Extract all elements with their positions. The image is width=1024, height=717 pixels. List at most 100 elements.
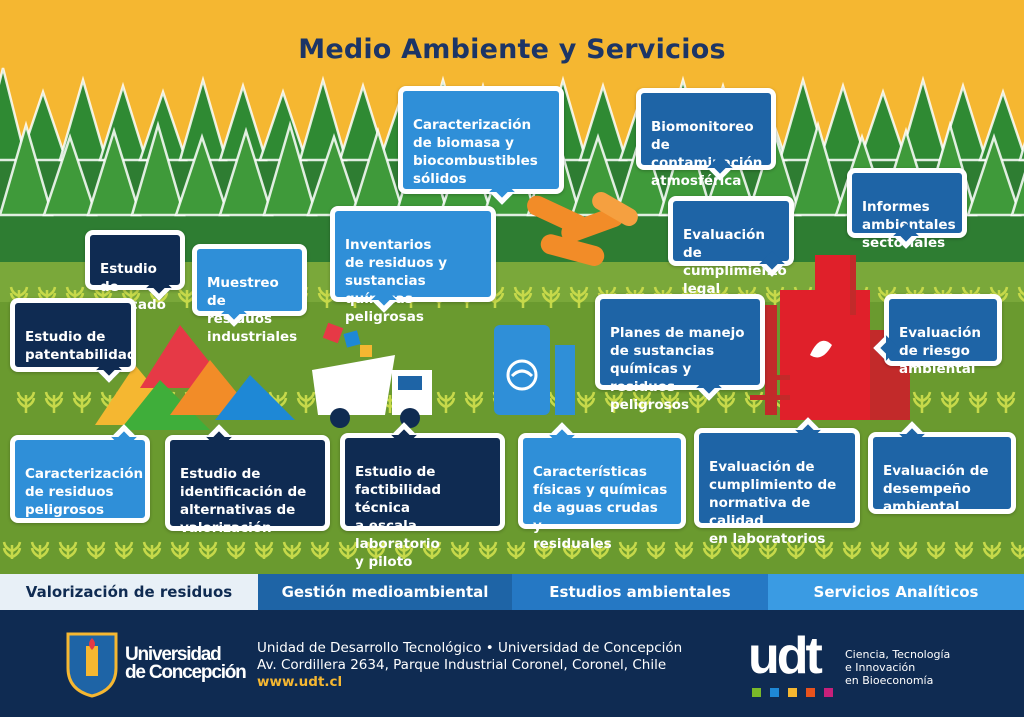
sprout	[996, 391, 1016, 413]
sprout	[716, 391, 736, 413]
tree	[0, 67, 28, 162]
footer-line2: Av. Cordillera 2634, Parque Industrial C…	[257, 657, 667, 673]
bubble-sectoral-reports: Informes ambientales sectoriales	[847, 168, 967, 251]
bubble-industrial-sampling: Muestreo de residuos industriales	[192, 244, 307, 345]
sprout	[541, 286, 561, 308]
udt-tagline: Ciencia, Tecnología e Innovación en Bioe…	[845, 648, 951, 687]
tree	[1018, 141, 1024, 162]
bubble-risk-assessment: Evaluación de riesgo ambiental	[873, 294, 1002, 377]
sprout	[926, 541, 946, 559]
bubble-inventories: Inventarios de residuos y sustancias quí…	[330, 206, 496, 325]
sprout	[842, 541, 862, 559]
tree	[218, 126, 274, 217]
sprout	[16, 391, 36, 413]
category-environmental-management: Gestión medioambiental	[258, 574, 512, 610]
category-label: Gestión medioambiental	[281, 583, 489, 601]
sprout	[534, 541, 554, 559]
sprout	[436, 391, 456, 413]
university-logo-line1: Universidad	[125, 644, 222, 665]
category-waste-valorization: Valorización de residuos	[0, 574, 258, 610]
sprout	[1017, 286, 1024, 302]
sprout	[786, 541, 806, 559]
udt-logo: udt	[748, 627, 823, 685]
bubble-valorization: Estudio de identificación de alternativa…	[165, 424, 330, 536]
tree	[0, 120, 54, 217]
waste-piles	[95, 325, 295, 430]
bubble-market-study: Estudio de mercado	[85, 230, 185, 313]
sprout	[86, 541, 106, 559]
bubble-feasibility-label: Estudio de factibilidad técnica a escala…	[355, 464, 442, 570]
bubble-hazardous-waste: Caracterización de residuos peligrosos	[10, 424, 150, 523]
sprout	[562, 541, 582, 559]
bubble-performance: Evaluación de desempeño ambiental	[868, 421, 1016, 515]
udt-color-squares	[752, 688, 833, 697]
bubble-valorization-label: Estudio de identificación de alternativa…	[180, 466, 307, 536]
sprout	[674, 541, 694, 559]
sprout	[646, 541, 666, 559]
bubble-management-plans-label: Planes de manejo de sustancias químicas …	[610, 325, 745, 413]
sprout	[198, 541, 218, 559]
sprout	[422, 541, 442, 559]
color-square	[824, 688, 833, 697]
footer-url[interactable]: www.udt.cl	[257, 674, 343, 690]
sprout	[912, 391, 932, 413]
sprout	[632, 391, 652, 413]
sprout	[142, 541, 162, 559]
color-square	[752, 688, 761, 697]
university-logo-text: Universidad de Concepción	[125, 644, 247, 683]
wood-logs	[527, 192, 638, 266]
sprout	[58, 541, 78, 559]
sprout	[702, 541, 722, 559]
sprout	[618, 541, 638, 559]
sprout	[30, 541, 50, 559]
bubble-inventories-label: Inventarios de residuos y sustancias quí…	[345, 237, 448, 325]
color-square	[788, 688, 797, 697]
sprout	[590, 541, 610, 559]
university-logo-line2: de Concepción	[125, 662, 247, 683]
bubble-biomonitoring: Biomonitoreo de contaminación atmosféric…	[636, 88, 776, 189]
sprout	[814, 541, 834, 559]
bubble-legal-compliance: Evaluación de cumplimiento legal ambient…	[668, 196, 794, 315]
sprout	[170, 541, 190, 559]
sprout	[954, 541, 974, 559]
bubble-patentability: Estudio de patentabilidad	[10, 298, 137, 383]
sprout	[310, 541, 330, 559]
category-bar: Valorización de residuos Gestión medioam…	[0, 574, 1024, 610]
category-label: Valorización de residuos	[25, 583, 233, 601]
sprout	[940, 391, 960, 413]
tree	[262, 120, 318, 217]
sprout	[2, 541, 22, 559]
sprout	[730, 541, 750, 559]
sprout	[604, 391, 624, 413]
water-tank	[494, 325, 575, 415]
page-title: Medio Ambiente y Servicios	[298, 34, 726, 65]
bubble-performance-label: Evaluación de desempeño ambiental	[883, 463, 989, 515]
footer-line1: Unidad de Desarrollo Tecnológico • Unive…	[257, 640, 683, 656]
tree	[790, 120, 846, 217]
bubble-feasibility: Estudio de factibilidad técnica a escala…	[340, 422, 505, 570]
tree	[818, 81, 868, 162]
sprout	[576, 391, 596, 413]
sprout	[254, 541, 274, 559]
bubble-lab-quality-label: Evaluación de cumplimiento de normativa …	[709, 459, 837, 547]
bubble-industrial-sampling-label: Muestreo de residuos industriales	[207, 275, 298, 345]
sprout	[44, 391, 64, 413]
bubble-patentability-label: Estudio de patentabilidad	[25, 329, 137, 363]
tree	[42, 133, 98, 217]
bubble-biomass-label: Caracterización de biomasa y biocombusti…	[413, 117, 538, 187]
sprout	[982, 541, 1002, 559]
tree	[614, 126, 670, 217]
sprout	[226, 541, 246, 559]
tree	[130, 120, 186, 217]
tree	[86, 126, 142, 217]
sprout	[898, 541, 918, 559]
bubble-lab-quality: Evaluación de cumplimiento de normativa …	[694, 417, 860, 547]
sprout	[478, 541, 498, 559]
tree	[1010, 172, 1024, 217]
sprout	[394, 541, 414, 559]
category-environmental-studies: Estudios ambientales	[512, 574, 768, 610]
bubble-management-plans: Planes de manejo de sustancias químicas …	[595, 294, 765, 413]
tree	[858, 88, 908, 162]
bubble-water-characteristics: Características físicas y químicas de ag…	[518, 422, 686, 552]
category-label: Estudios ambientales	[549, 583, 731, 601]
